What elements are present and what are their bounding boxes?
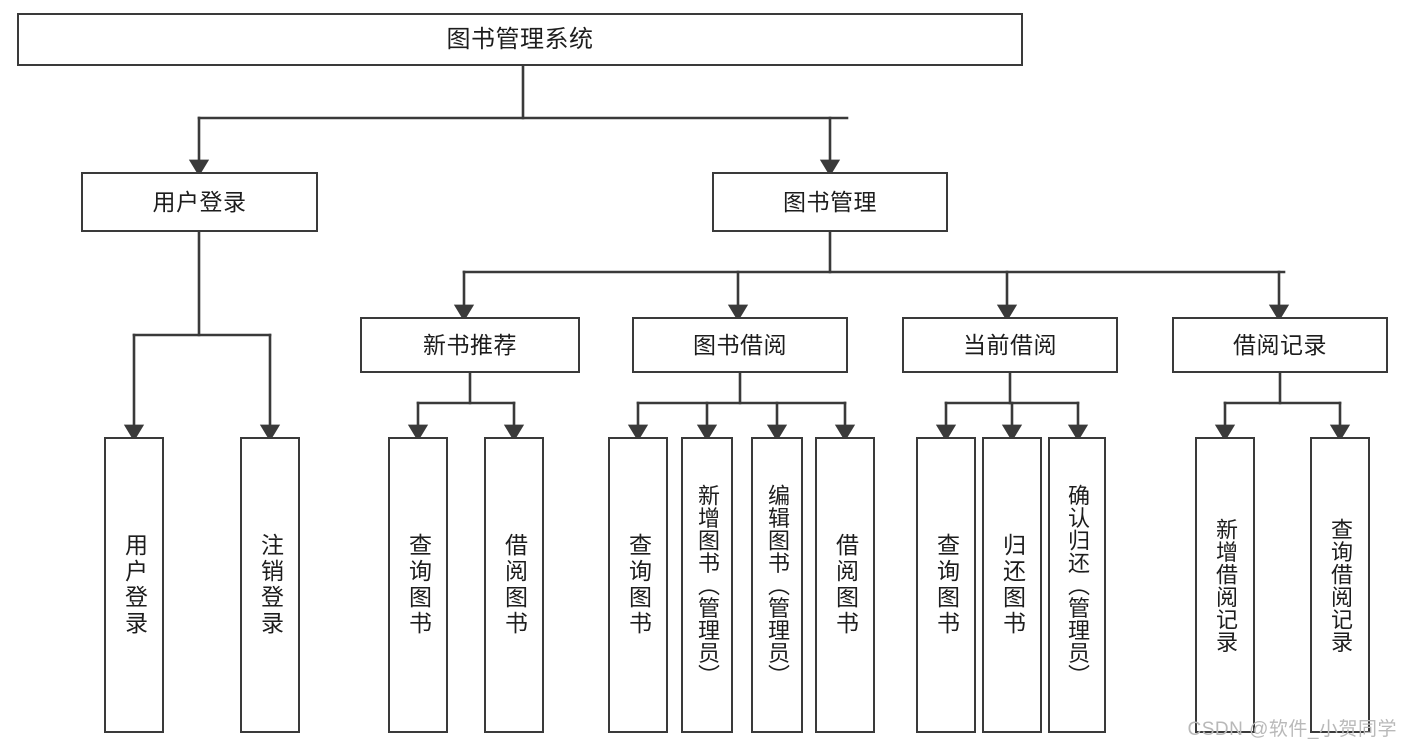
node-leaf-borrow-book-recommend[interactable]: 借阅图书 <box>484 437 544 733</box>
node-leaf-edit-book-admin-label: 编辑图书（管理员） <box>765 483 790 687</box>
csdn-watermark: CSDN @软件_小贺同学 <box>1187 719 1397 740</box>
node-leaf-add-borrow-record-label: 新增借阅记录 <box>1213 517 1238 653</box>
node-book-borrow[interactable]: 图书借阅 <box>632 317 848 373</box>
node-borrow-record-label: 借阅记录 <box>1233 331 1327 358</box>
node-leaf-add-book-admin[interactable]: 新增图书（管理员） <box>681 437 733 733</box>
node-leaf-query-book-current[interactable]: 查询图书 <box>916 437 976 733</box>
node-leaf-logout[interactable]: 注销登录 <box>240 437 300 733</box>
node-leaf-return-book[interactable]: 归还图书 <box>982 437 1042 733</box>
node-leaf-query-book-recommend[interactable]: 查询图书 <box>388 437 448 733</box>
node-leaf-query-borrow-record-label: 查询借阅记录 <box>1328 517 1353 653</box>
node-leaf-logout-label: 注销登录 <box>257 533 284 637</box>
node-leaf-query-book-current-label: 查询图书 <box>933 533 960 637</box>
node-current-borrow-label: 当前借阅 <box>963 331 1057 358</box>
node-leaf-query-book-recommend-label: 查询图书 <box>405 533 432 637</box>
node-leaf-user-login-label: 用户登录 <box>121 533 148 637</box>
node-current-borrow[interactable]: 当前借阅 <box>902 317 1118 373</box>
node-root-system-label: 图书管理系统 <box>446 25 594 53</box>
node-leaf-confirm-return-admin-label: 确认归还（管理员） <box>1065 483 1090 687</box>
node-leaf-query-book-borrow[interactable]: 查询图书 <box>608 437 668 733</box>
node-new-book-recommend[interactable]: 新书推荐 <box>360 317 580 373</box>
node-user-login-label: 用户登录 <box>152 188 247 215</box>
node-leaf-add-book-admin-label: 新增图书（管理员） <box>695 483 720 687</box>
node-leaf-borrow-book[interactable]: 借阅图书 <box>815 437 875 733</box>
node-leaf-query-book-borrow-label: 查询图书 <box>625 533 652 637</box>
node-leaf-borrow-book-label: 借阅图书 <box>832 533 859 637</box>
node-root-system[interactable]: 图书管理系统 <box>17 13 1023 66</box>
node-user-login[interactable]: 用户登录 <box>81 172 318 232</box>
node-leaf-return-book-label: 归还图书 <box>999 533 1026 637</box>
node-leaf-add-borrow-record[interactable]: 新增借阅记录 <box>1195 437 1255 733</box>
node-leaf-confirm-return-admin[interactable]: 确认归还（管理员） <box>1048 437 1106 733</box>
node-book-management-label: 图书管理 <box>783 188 877 215</box>
node-new-book-recommend-label: 新书推荐 <box>423 331 517 358</box>
node-leaf-user-login[interactable]: 用户登录 <box>104 437 164 733</box>
node-book-management[interactable]: 图书管理 <box>712 172 948 232</box>
node-book-borrow-label: 图书借阅 <box>693 331 787 358</box>
node-leaf-edit-book-admin[interactable]: 编辑图书（管理员） <box>751 437 803 733</box>
node-leaf-borrow-book-recommend-label: 借阅图书 <box>501 533 528 637</box>
node-borrow-record[interactable]: 借阅记录 <box>1172 317 1388 373</box>
node-leaf-query-borrow-record[interactable]: 查询借阅记录 <box>1310 437 1370 733</box>
